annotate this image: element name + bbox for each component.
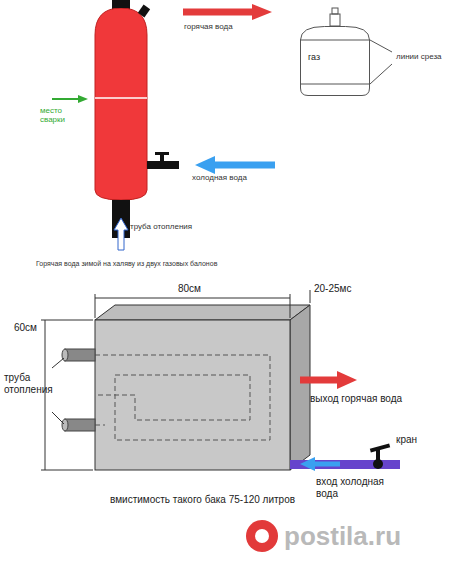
annotation: вход холодная вода [316,476,396,499]
valve-stem [160,154,164,162]
hot-arrow [337,371,357,389]
dimension-label: 80см [178,283,201,295]
tank-body [95,8,147,200]
dimension-label: 60см [14,322,37,334]
tank-side [290,305,310,470]
dimension-line [45,320,46,470]
annotation: горячая вода [184,22,233,31]
annotation: вмистимость такого бака 75-120 литров [110,494,295,506]
leader-line [370,40,392,52]
inlet-pipe [147,161,179,169]
gas-cylinder: газ [300,26,370,96]
pipe-stub [65,419,95,431]
dimension-line [95,298,290,299]
weld-seam [95,97,147,99]
valve-handle [155,152,169,155]
cold-arrow [300,457,315,471]
logo [246,520,278,552]
tank-front [95,320,290,470]
hot-arrow [252,4,272,20]
pipe-stub [65,349,95,361]
heating-pipe [112,0,130,8]
leader-line [370,64,392,84]
annotation: выход горячая вода [310,393,402,405]
annotation: труба отопления [4,372,62,395]
dimension-label: 20-25мс [314,283,351,295]
cold-arrow [195,156,215,174]
annotation: место сварки [40,106,86,124]
up-arrow [114,218,128,250]
weld-arrow [78,95,88,103]
watermark: postila.ru [284,522,401,552]
node-text: газ [300,26,370,66]
coil [95,355,270,440]
outlet-stub [138,5,150,18]
tank-top [95,305,310,320]
annotation: холодная вода [192,173,247,182]
annotation: линии среза [396,52,442,61]
annotation: Горячая вода зимой на халяву из двух газ… [36,260,217,268]
annotation: кран [396,434,417,446]
annotation: труба отопления [130,222,192,231]
cylinder-valve [330,14,340,26]
